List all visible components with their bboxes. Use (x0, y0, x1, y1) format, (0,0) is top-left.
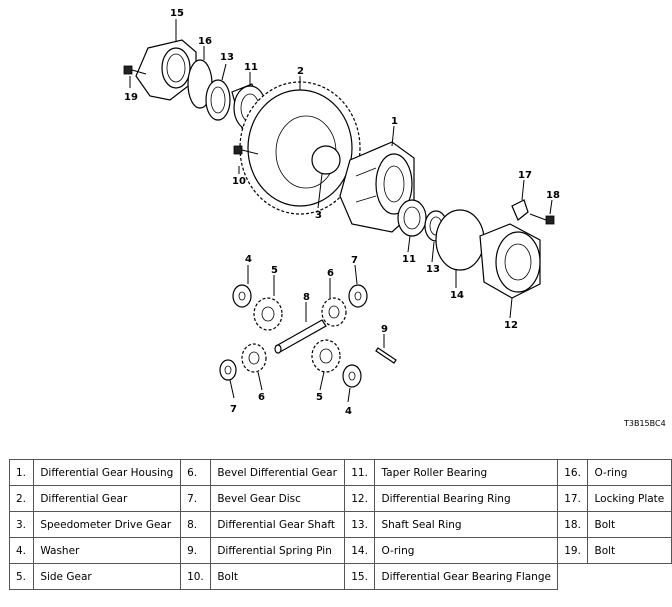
locking-plate-part (511, 199, 529, 221)
callout-5: 5 (271, 265, 278, 276)
callout-10: 10 (232, 176, 246, 187)
speedometer-gear-part (311, 145, 341, 175)
callout-8: 8 (303, 292, 310, 303)
legend-number: 11. (344, 459, 376, 486)
legend-number: 1. (8, 459, 35, 486)
side-gear-part (311, 339, 341, 373)
taper-bearing-part (397, 199, 427, 237)
legend-number: 6. (180, 459, 212, 486)
legend-number: 10. (180, 563, 212, 590)
legend-part-name: Washer (33, 537, 182, 564)
callout-1: 1 (391, 116, 398, 127)
side-gear-part (253, 297, 283, 331)
bevel-gear-part (321, 297, 347, 327)
legend-number: 3. (8, 511, 35, 538)
callout-11: 11 (244, 62, 258, 73)
gear-shaft-part (274, 319, 327, 354)
legend-part-name: Speedometer Drive Gear (33, 511, 182, 538)
legend-number: 14. (344, 537, 376, 564)
legend-empty-cell (558, 564, 672, 590)
callout-13: 13 (220, 52, 234, 63)
callout-9: 9 (381, 324, 388, 335)
legend-part-name: Bevel Differential Gear (210, 459, 346, 486)
legend-part-name: Differential Spring Pin (210, 537, 346, 564)
bevel-gear-part (241, 343, 267, 373)
callout-6: 6 (327, 268, 334, 279)
legend-number: 19. (557, 537, 589, 564)
callout-17: 17 (518, 170, 532, 181)
callout-7: 7 (351, 255, 358, 266)
legend-part-name: O-ring (587, 459, 672, 486)
legend-part-name: Differential Gear Shaft (210, 511, 346, 538)
bolt-part (529, 213, 555, 225)
callout-16: 16 (198, 36, 212, 47)
legend-number: 4. (8, 537, 35, 564)
figure-code: T3B15BC4 (623, 419, 666, 428)
bolt-part (123, 65, 147, 75)
legend-number: 13. (344, 511, 376, 538)
exploded-parts-diagram: 15 16 13 11 2 19 1 10 3 17 18 11 13 14 1… (123, 8, 666, 428)
callout-13: 13 (426, 264, 440, 275)
callout-2: 2 (297, 66, 304, 77)
ring-gear-part (239, 81, 361, 215)
legend-part-name: O-ring (374, 537, 559, 564)
legend-part-name: Taper Roller Bearing (374, 459, 559, 486)
washer-part (342, 364, 362, 388)
legend-number: 2. (8, 485, 35, 512)
legend-number: 7. (180, 485, 212, 512)
callout-3: 3 (315, 210, 322, 221)
legend-part-name: Locking Plate (587, 485, 672, 512)
legend-number: 15. (344, 563, 376, 590)
legend-number: 17. (557, 485, 589, 512)
callout-7: 7 (230, 404, 237, 415)
legend-part-name: Shaft Seal Ring (374, 511, 559, 538)
legend-part-name: Differential Gear (33, 485, 182, 512)
callout-18: 18 (546, 190, 560, 201)
legend-number: 18. (557, 511, 589, 538)
callout-6: 6 (258, 392, 265, 403)
washer-part (232, 284, 252, 308)
callout-12: 12 (504, 320, 518, 331)
legend-part-name: Side Gear (33, 563, 182, 590)
legend-number: 16. (557, 459, 589, 486)
bevel-disc-part (219, 359, 237, 381)
callout-15: 15 (170, 8, 184, 19)
callout-4: 4 (345, 406, 352, 417)
legend-part-name: Differential Gear Housing (33, 459, 182, 486)
legend-number: 12. (344, 485, 376, 512)
bolt-part (233, 145, 259, 155)
legend-number: 8. (180, 511, 212, 538)
legend-part-name: Differential Gear Bearing Flange (374, 563, 559, 590)
legend-part-name: Bolt (587, 537, 672, 564)
callout-11: 11 (402, 254, 416, 265)
bearing-ring-part (479, 223, 541, 299)
legend-number: 5. (8, 563, 35, 590)
callout-19: 19 (124, 92, 138, 103)
callout-4: 4 (245, 254, 252, 265)
spring-pin-part (375, 347, 397, 364)
legend-number: 9. (180, 537, 212, 564)
legend-part-name: Bolt (587, 511, 672, 538)
bevel-disc-part (348, 284, 368, 308)
o-ring-part (435, 209, 485, 271)
callout-5: 5 (316, 392, 323, 403)
callout-14: 14 (450, 290, 464, 301)
leader-lines (129, 19, 553, 403)
legend-part-name: Differential Bearing Ring (374, 485, 559, 512)
bearing-flange-part (135, 39, 197, 101)
legend-part-name: Bevel Gear Disc (210, 485, 346, 512)
seal-ring-part (205, 79, 231, 121)
legend-part-name: Bolt (210, 563, 346, 590)
